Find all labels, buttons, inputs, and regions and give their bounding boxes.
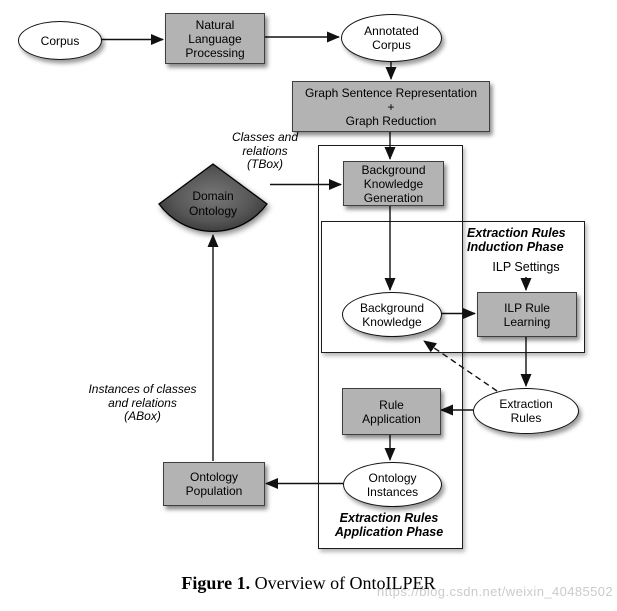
node-background-knowledge: Background Knowledge bbox=[342, 292, 442, 337]
node-ilp-rule-learning-label: ILP Rule Learning bbox=[503, 300, 551, 329]
label-ilp-settings: ILP Settings bbox=[492, 260, 560, 274]
arrow-extraction-rules-to-bk-dashed bbox=[423, 340, 498, 392]
figure-caption-prefix: Figure 1. bbox=[181, 573, 251, 593]
node-extraction-rules: Extraction Rules bbox=[473, 388, 579, 434]
node-ilp-rule-learning: ILP Rule Learning bbox=[477, 292, 577, 337]
node-background-knowledge-label: Background Knowledge bbox=[359, 300, 425, 329]
domain-ontology-shape bbox=[158, 163, 268, 232]
node-rule-application: Rule Application bbox=[342, 388, 441, 435]
label-application-phase: Extraction Rules Application Phase bbox=[334, 511, 444, 539]
label-tbox: Classes and relations (TBox) bbox=[231, 130, 299, 171]
node-rule-application-label: Rule Application bbox=[362, 397, 421, 426]
node-extraction-rules-label: Extraction Rules bbox=[499, 397, 553, 425]
node-annotated-corpus-label: Annotated Corpus bbox=[364, 24, 419, 52]
node-natural-language-processing: Natural Language Processing bbox=[165, 13, 265, 64]
figure-caption-text: Overview of OntoILPER bbox=[250, 573, 436, 593]
node-graph-label: Graph Sentence Representation + Graph Re… bbox=[304, 85, 478, 128]
node-ontology-population: Ontology Population bbox=[163, 462, 265, 506]
node-domain-ontology-label: Domain Ontology bbox=[188, 189, 238, 218]
induction-phase-container bbox=[321, 221, 585, 353]
node-annotated-corpus: Annotated Corpus bbox=[341, 14, 442, 62]
node-graph-sentence-representation: Graph Sentence Representation + Graph Re… bbox=[292, 81, 490, 132]
figure-caption: Figure 1. Overview of OntoILPER bbox=[0, 573, 617, 594]
label-induction-phase: Extraction Rules Induction Phase bbox=[467, 226, 566, 254]
label-abox: Instances of classes and relations (ABox… bbox=[88, 382, 197, 423]
node-background-knowledge-generation: Background Knowledge Generation bbox=[343, 161, 444, 206]
node-corpus: Corpus bbox=[18, 21, 102, 60]
watermark: https://blog.csdn.net/weixin_40485502 bbox=[377, 584, 613, 599]
node-ontology-instances: Ontology Instances bbox=[343, 462, 442, 507]
node-nlp-label: Natural Language Processing bbox=[185, 17, 245, 60]
node-corpus-label: Corpus bbox=[40, 33, 80, 48]
node-ontology-population-label: Ontology Population bbox=[185, 470, 243, 498]
node-bkg-label: Background Knowledge Generation bbox=[361, 162, 426, 205]
node-ontology-instances-label: Ontology Instances bbox=[366, 470, 419, 499]
